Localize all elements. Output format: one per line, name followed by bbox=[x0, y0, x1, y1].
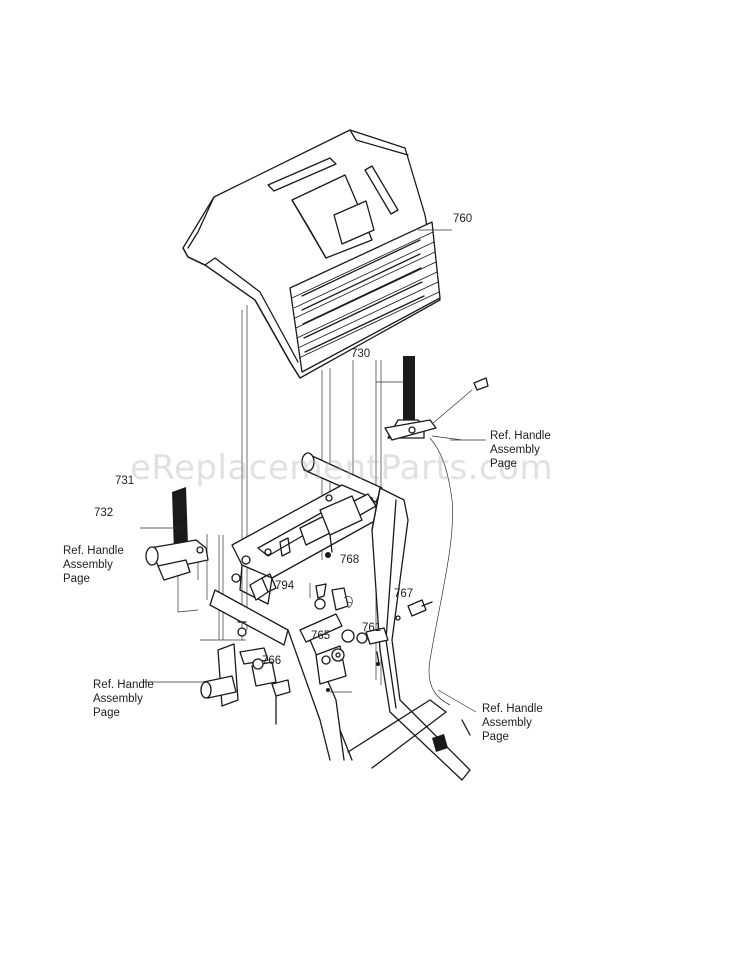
ref-line-2: Assembly bbox=[63, 559, 113, 571]
part-label-731: 731 bbox=[115, 475, 135, 487]
ref-line-1: Ref. Handle bbox=[93, 679, 154, 691]
part-label-794: 794 bbox=[275, 580, 295, 592]
dash-panel-cover-760 bbox=[182, 129, 441, 379]
shaft-766 bbox=[142, 643, 291, 725]
part-label-761: 761 bbox=[362, 622, 382, 634]
part-label-768: 768 bbox=[340, 554, 360, 566]
ref-line-1: Ref. Handle bbox=[63, 545, 124, 557]
ref-handle-assembly-low-right: Ref. Handle Assembly Page bbox=[482, 702, 543, 744]
lever-730 bbox=[376, 356, 437, 441]
part-label-732: 732 bbox=[94, 507, 114, 519]
ref-line-3: Page bbox=[93, 707, 120, 719]
part-label-765: 765 bbox=[311, 630, 331, 642]
ref-line-2: Assembly bbox=[490, 444, 540, 456]
part-label-766: 766 bbox=[262, 655, 282, 667]
hardware-fasteners bbox=[200, 583, 353, 641]
bracket-765 bbox=[299, 613, 352, 693]
ref-line-2: Assembly bbox=[482, 717, 532, 729]
nut-761 bbox=[341, 627, 389, 666]
screw-top-right bbox=[428, 377, 489, 706]
ref-line-2: Assembly bbox=[93, 693, 143, 705]
spring-794 bbox=[249, 573, 277, 601]
bolt-767 bbox=[395, 599, 433, 621]
part-label-760: 760 bbox=[453, 213, 473, 225]
part-label-730: 730 bbox=[351, 348, 371, 360]
ref-line-3: Page bbox=[63, 573, 90, 585]
ref-handle-assembly-top-right: Ref. Handle Assembly Page bbox=[490, 429, 551, 471]
part-label-767: 767 bbox=[394, 588, 414, 600]
watermark-text: eReplacementParts.com bbox=[130, 448, 554, 488]
ref-line-1: Ref. Handle bbox=[490, 430, 551, 442]
ref-line-1: Ref. Handle bbox=[482, 703, 543, 715]
ref-line-3: Page bbox=[482, 731, 509, 743]
lever-731 bbox=[140, 487, 209, 581]
bracket-768 bbox=[319, 495, 363, 558]
ref-handle-assembly-low-left: Ref. Handle Assembly Page bbox=[93, 678, 154, 720]
ref-handle-assembly-mid-left: Ref. Handle Assembly Page bbox=[63, 544, 124, 586]
ref-line-3: Page bbox=[490, 458, 517, 470]
